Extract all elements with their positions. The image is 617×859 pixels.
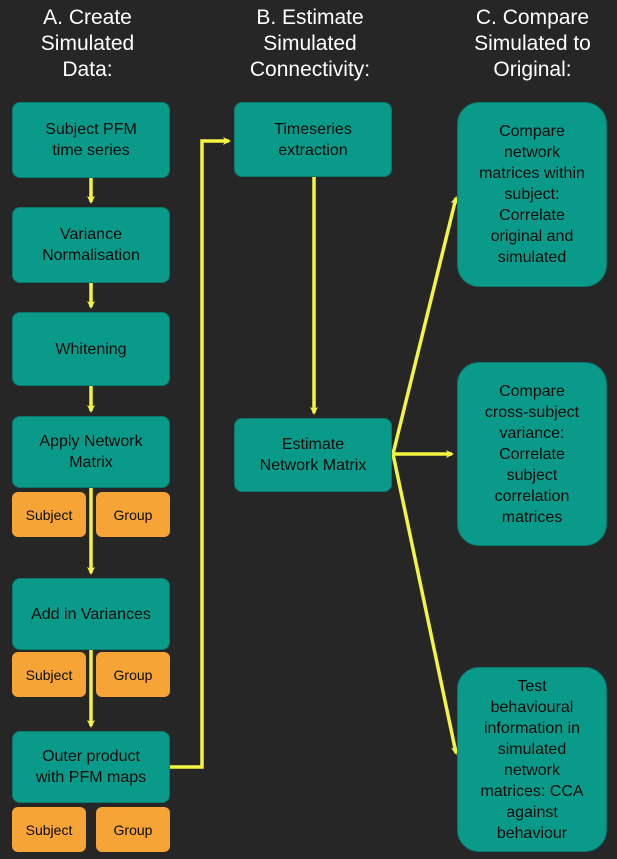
add-group-tag: Group [96, 652, 170, 697]
subject-pfm-box: Subject PFM time series [12, 102, 170, 178]
add-subject-tag: Subject [12, 652, 86, 697]
whitening-box: Whitening [12, 312, 170, 386]
apply-group-tag: Group [96, 492, 170, 537]
outer-product-box: Outer product with PFM maps [12, 731, 170, 803]
timeseries-extraction-box: Timeseries extraction [234, 102, 392, 177]
arrow-outer-to-timeseries [170, 137, 231, 769]
outer-subject-tag: Subject [12, 807, 86, 852]
outer-group-tag: Group [96, 807, 170, 852]
arrow-estimate-to-behaviour [391, 453, 459, 755]
column-a-title: A. Create Simulated Data: [40, 6, 135, 81]
compare-within-subject-box: Compare network matrices within subject:… [457, 102, 607, 287]
apply-network-matrix-box: Apply Network Matrix [12, 416, 170, 488]
column-b-title: B. Estimate Simulated Connectivity: [249, 6, 371, 81]
test-behavioural-box: Test behavioural information in simulate… [457, 667, 607, 852]
compare-cross-subject-box: Compare cross-subject variance: Correlat… [457, 362, 607, 546]
column-c-title: C. Compare Simulated to Original: [474, 6, 591, 81]
variance-normalisation-box: Variance Normalisation [12, 207, 170, 283]
estimate-network-matrix-box: Estimate Network Matrix [234, 418, 392, 492]
add-in-variances-box: Add in Variances [12, 578, 170, 650]
arrow-estimate-to-within [391, 196, 459, 455]
apply-subject-tag: Subject [12, 492, 86, 537]
